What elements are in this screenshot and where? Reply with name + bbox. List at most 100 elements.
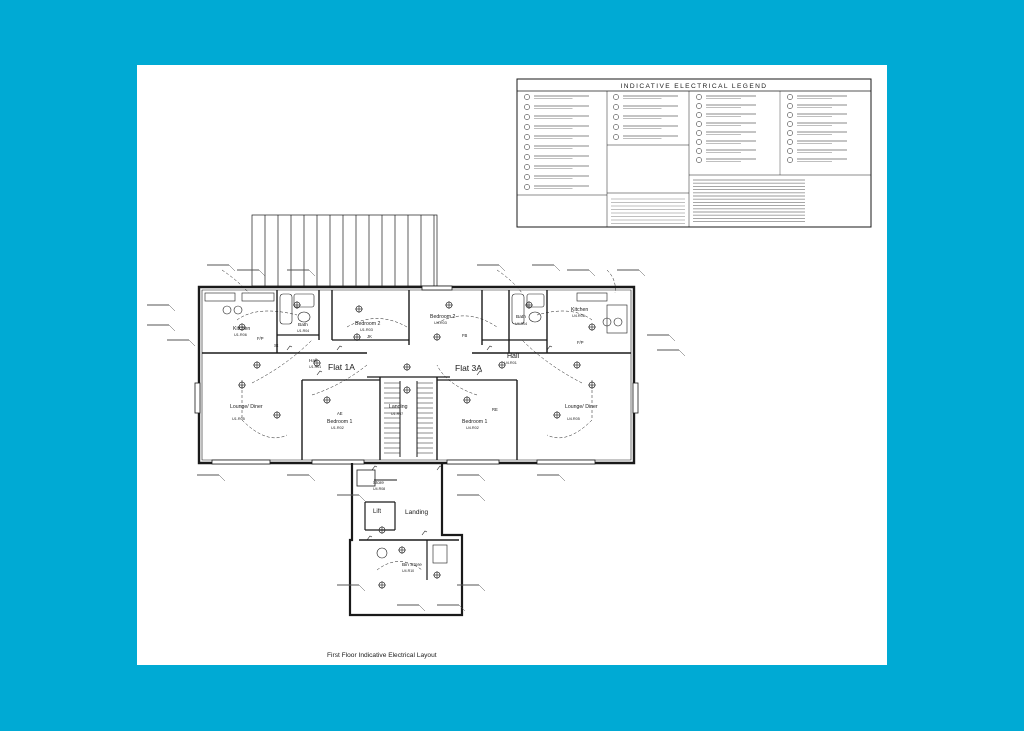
room-label-bedroom2-3a: Bedroom 2 [430, 314, 455, 320]
height-tag-leader [458, 604, 466, 612]
legend-symbol-icon [524, 94, 530, 100]
sanitary-fittings [204, 292, 628, 334]
legend-symbol-icon [613, 134, 619, 140]
legend-symbol-icon [696, 157, 702, 163]
switch-icon [371, 465, 378, 471]
room-ref-bath-1a: U1.R04 [297, 329, 309, 333]
drawing-sheet: INDICATIVE ELECTRICAL LEGEND [137, 65, 887, 665]
room-labels: Kitchen U1.R06 Bath U1.R04 Bedroom 2 U1.… [230, 307, 598, 573]
flat-label-1a: Flat 1A [328, 362, 355, 372]
room-ref-kitchen-3a: U4.R06 [572, 314, 585, 318]
height-tag-leader [168, 324, 176, 332]
switch-icon [546, 345, 553, 351]
switch-icon [286, 345, 293, 351]
height-tag-leader [678, 349, 686, 357]
legend-symbol-icon [524, 164, 530, 170]
room-label-landing-lower: Landing [405, 509, 429, 516]
height-tag-leader [668, 334, 676, 342]
legend-symbol-icon [696, 130, 702, 136]
legend-symbol-icon [787, 157, 793, 163]
room-label-store: Store [373, 480, 384, 485]
room-ref-kitchen-1a: U1.R06 [234, 333, 247, 337]
height-tag-leader [308, 269, 316, 277]
height-tag-leader [498, 264, 506, 272]
room-label-lounge-3a: Lounge/ Diner [565, 404, 598, 410]
switch-icon [436, 465, 443, 471]
legend-symbol-icon [787, 103, 793, 109]
room-ref-lounge-3a: U4.R05 [567, 417, 580, 421]
legend-symbol-icon [787, 139, 793, 145]
room-label-lift: Lift [373, 509, 381, 515]
height-tag-leader [168, 304, 176, 312]
height-tag-leader [553, 264, 561, 272]
room-label-landing-upper: Landing [389, 404, 408, 410]
label-st: St [274, 343, 279, 348]
room-ref-bin-store: U4.R10 [402, 569, 414, 573]
room-label-bedroom1-1a: Bedroom 1 [327, 419, 352, 425]
label-jk: JK [367, 334, 372, 339]
lower-core-walls [348, 463, 464, 617]
legend-symbol-icon [524, 134, 530, 140]
windows [194, 285, 639, 465]
floor-plan-drawing: INDICATIVE ELECTRICAL LEGEND [147, 78, 872, 659]
legend-symbol-icon [696, 148, 702, 154]
legend-symbol-icon [787, 130, 793, 136]
legend-symbol-icon [613, 114, 619, 120]
height-tags [147, 264, 686, 612]
legend-symbol-icon [696, 94, 702, 100]
height-tag-leader [358, 584, 366, 592]
room-label-bedroom2-1a: Bedroom 2 [355, 321, 380, 327]
room-ref-bedroom2-3a: U4.R03 [434, 321, 447, 325]
legend-symbol-icon [787, 148, 793, 154]
legend-symbol-icon [696, 121, 702, 127]
label-fp-1a: F/P [257, 336, 264, 341]
room-label-hall-1a: Hall [309, 358, 317, 364]
legend-symbol-icon [524, 104, 530, 110]
legend-symbol-icon [613, 104, 619, 110]
switch-icon [421, 530, 428, 536]
height-tag-leader [558, 474, 566, 482]
height-tag-leader [478, 474, 486, 482]
room-label-bedroom1-3a: Bedroom 1 [462, 419, 487, 425]
legend-symbol-icon [524, 124, 530, 130]
room-ref-store: U4.R08 [373, 487, 385, 491]
room-label-bath-3a: Bath [516, 314, 526, 320]
room-ref-bedroom2-1a: U1.R03 [360, 328, 373, 332]
legend-symbol-icon [696, 103, 702, 109]
legend-symbol-icon [524, 114, 530, 120]
electrical-legend [516, 78, 872, 228]
room-label-lounge-1a: Lounge/ Diner [230, 404, 263, 410]
switch-icon [316, 370, 323, 376]
label-fb: FB [462, 333, 468, 338]
room-ref-bedroom1-3a: U4.R02 [466, 426, 479, 430]
legend-symbol-icon [524, 174, 530, 180]
legend-symbol-icon [613, 124, 619, 130]
switch-icon [336, 345, 343, 351]
legend-symbol-icon [787, 121, 793, 127]
room-label-bath-1a: Bath [298, 322, 308, 328]
room-label-hall-3a: Hall [507, 353, 520, 360]
height-tag-leader [358, 494, 366, 502]
room-ref-hall-3a: U4.R01 [504, 361, 517, 365]
legend-symbol-icon [696, 139, 702, 145]
switch-icon [476, 370, 483, 376]
staircase [384, 381, 433, 457]
height-tag-leader [258, 269, 266, 277]
height-tag-leader [588, 269, 596, 277]
roof-hatch [251, 214, 438, 287]
legend-symbol-icon [524, 144, 530, 150]
label-ae: AE [337, 411, 343, 416]
height-tag-leader [218, 474, 226, 482]
height-tag-leader [188, 339, 196, 347]
switch-icon [366, 535, 373, 541]
room-ref-bath-3a: U4.R04 [515, 322, 527, 326]
legend-symbol-rows [524, 94, 847, 224]
label-re: RE [492, 407, 498, 412]
switch-icon [486, 345, 493, 351]
label-fp-3a: F/P [577, 340, 584, 345]
room-ref-bedroom1-1a: U1.R02 [331, 426, 344, 430]
height-tag-leader [418, 604, 426, 612]
room-label-bin-store: Bin Store [402, 562, 422, 568]
legend-symbol-icon [787, 94, 793, 100]
legend-symbol-icon [524, 184, 530, 190]
